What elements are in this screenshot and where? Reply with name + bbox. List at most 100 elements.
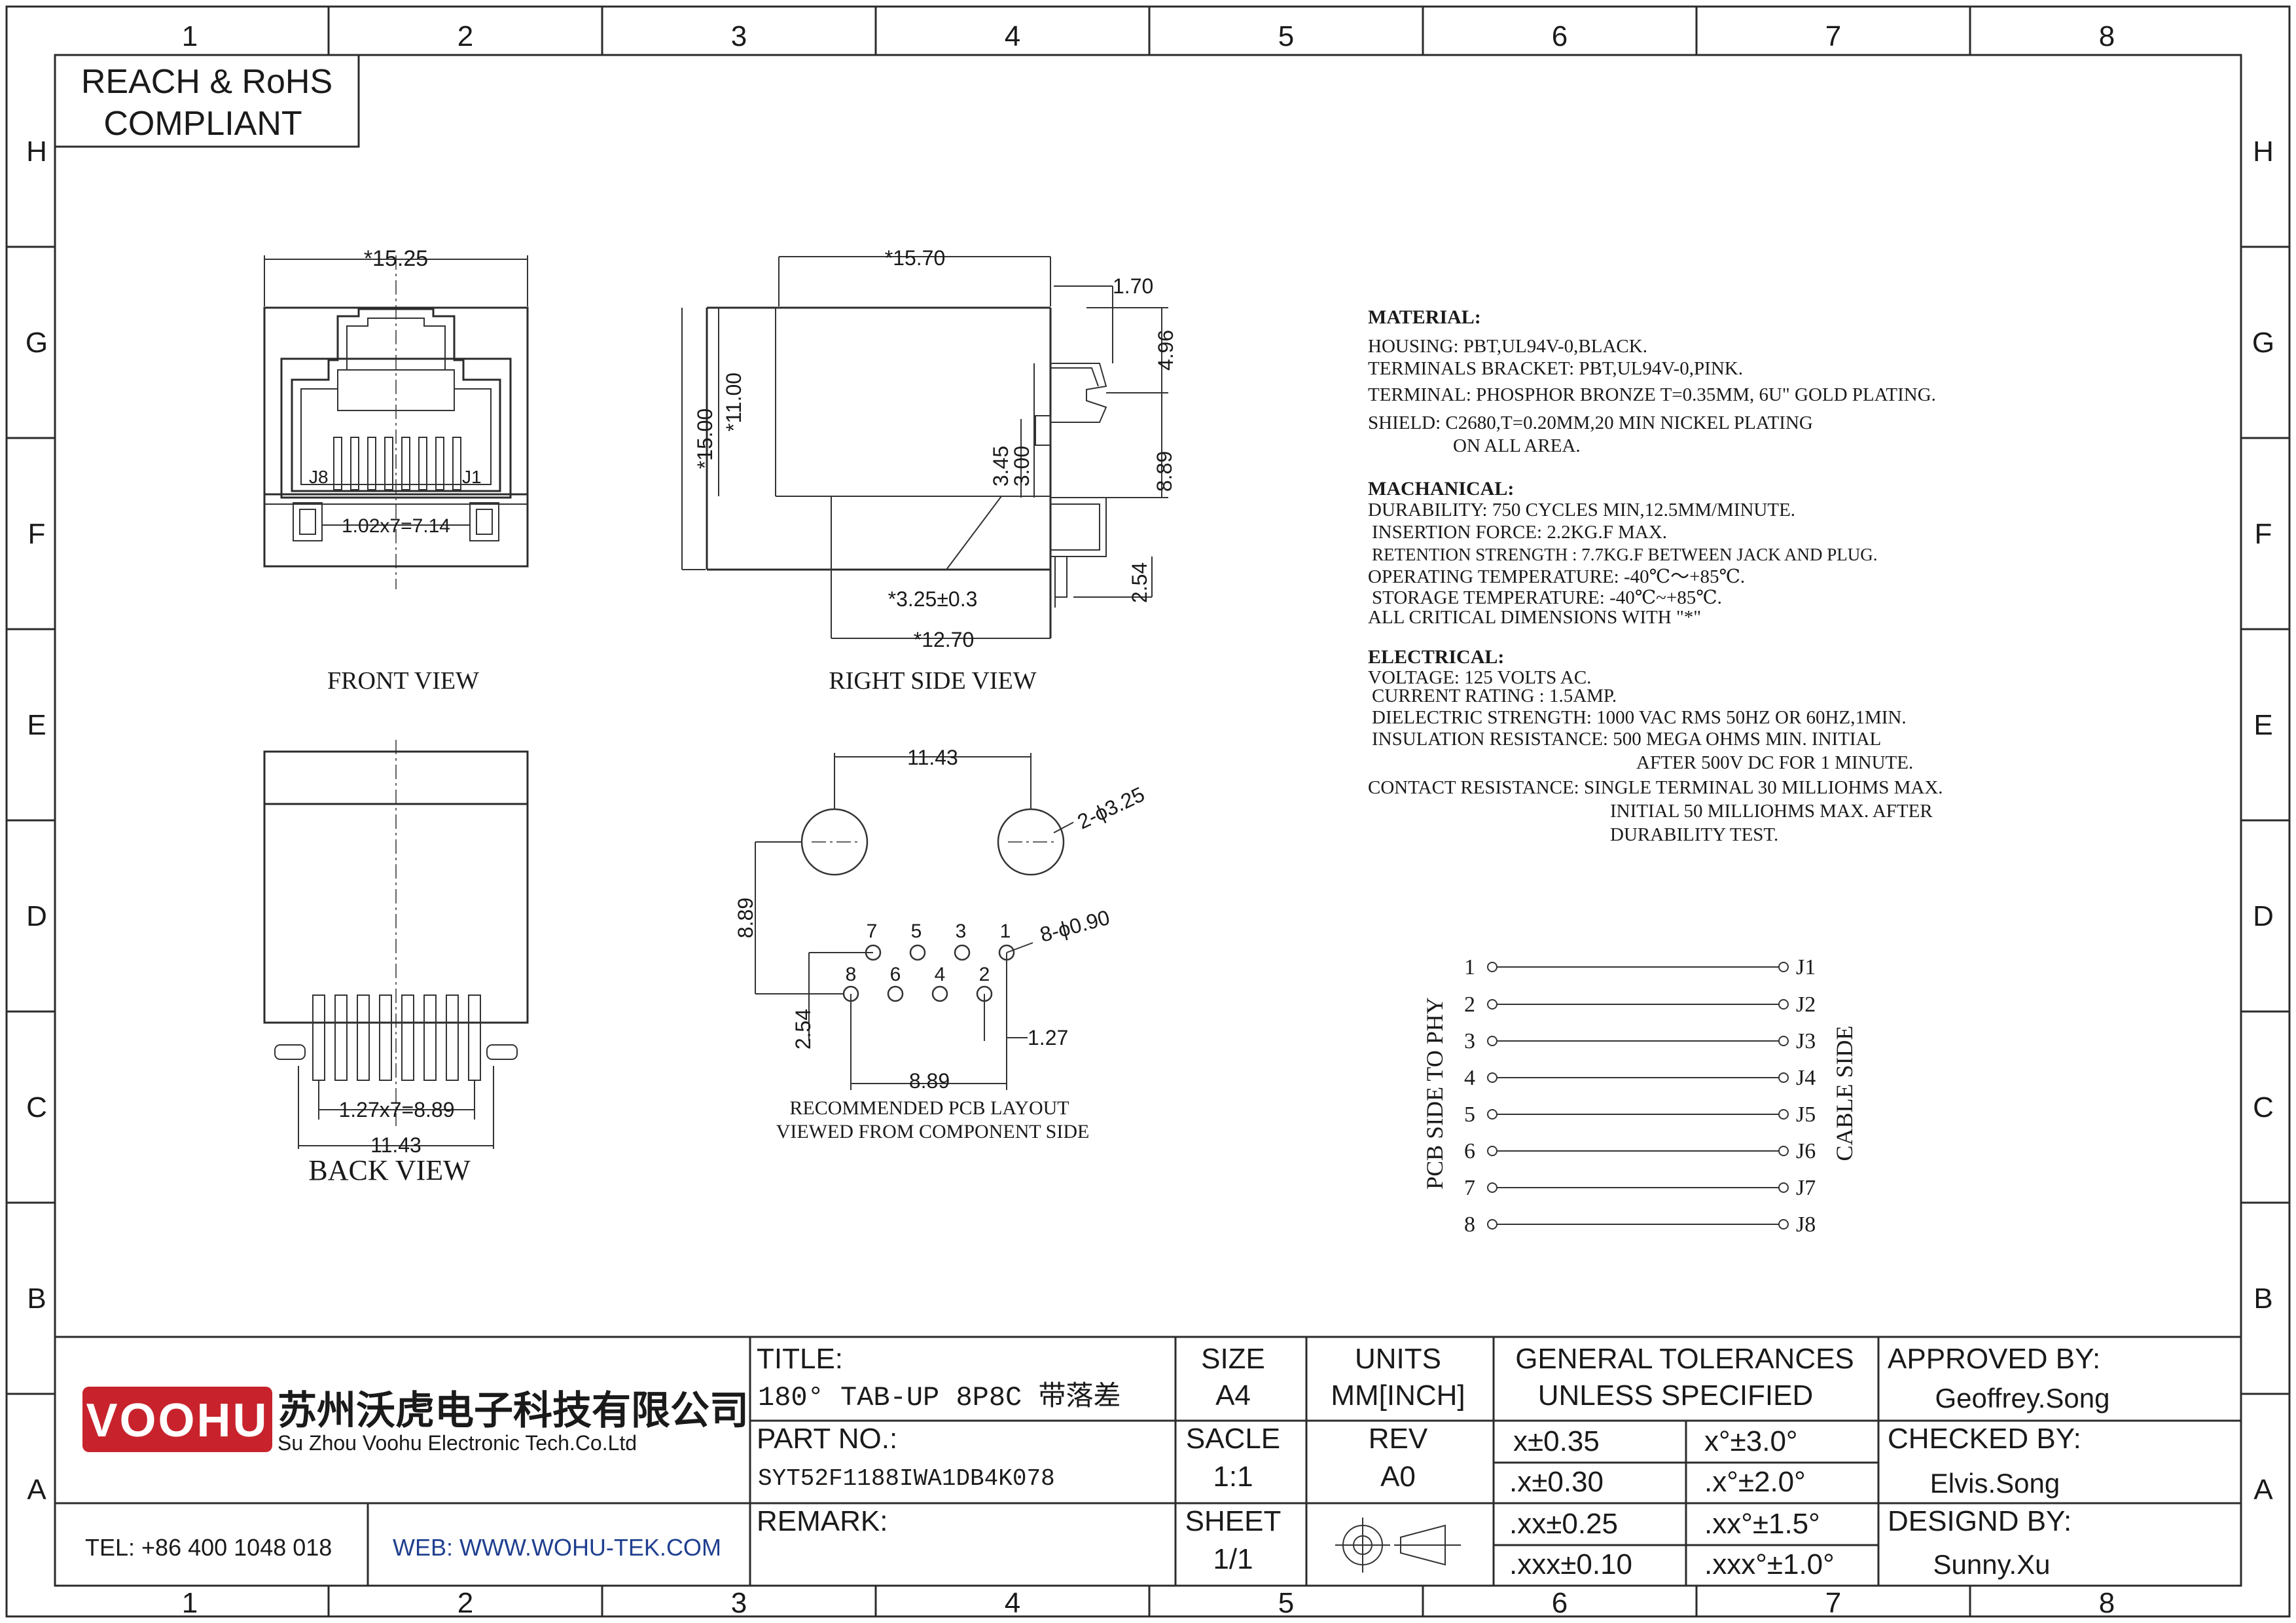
company-name-cn: 苏州沃虎电子科技有限公司 <box>278 1389 749 1432</box>
dim-back-pitch: 1.27x7=8.89 <box>338 1098 454 1122</box>
wiring-jack: J6 <box>1796 1139 1816 1163</box>
row-label-left: D <box>26 900 47 932</box>
wiring-jack: J4 <box>1796 1066 1816 1090</box>
wiring-jack: J3 <box>1796 1029 1816 1053</box>
units-label: UNITS <box>1355 1343 1441 1375</box>
approved-label: APPROVED BY: <box>1888 1343 2100 1375</box>
col-label-top: 4 <box>1005 20 1020 52</box>
sheet-frame <box>5 5 2291 1618</box>
dim-back-width: 11.43 <box>370 1133 422 1157</box>
sheet-value: 1/1 <box>1213 1543 1253 1575</box>
compliance-box: REACH & RoHS COMPLIANT <box>55 55 360 148</box>
wiring-pin: 3 <box>1464 1029 1475 1053</box>
specifications: MATERIAL: HOUSING: PBT,UL94V-0,BLACK. TE… <box>1368 306 1943 845</box>
title-label: TITLE: <box>757 1343 843 1375</box>
tolerance-angular: .x°±2.0° <box>1704 1466 1806 1498</box>
designed-label: DESIGND BY: <box>1888 1505 2072 1537</box>
dim-side-254: 2.54 <box>1128 562 1151 603</box>
wiring-diagram: 1 2 3 4 5 6 7 8 J1 J2 J3 J4 J5 J6 J7 J8 … <box>1422 955 1857 1237</box>
tolerance-linear: x±0.35 <box>1513 1425 1600 1457</box>
company-name-en: Su Zhou Voohu Electronic Tech.Co.Ltd <box>278 1431 637 1455</box>
title-block <box>55 1336 2241 1586</box>
pcb-caption-line1: RECOMMENDED PCB LAYOUT <box>789 1097 1069 1119</box>
wiring-pin: 5 <box>1464 1103 1475 1127</box>
wiring-right-label: CABLE SIDE <box>1831 1026 1857 1161</box>
dim-front-pitch: 1.02x7=7.14 <box>342 515 450 537</box>
col-label-bottom: 8 <box>2099 1587 2115 1619</box>
wiring-jack: J1 <box>1796 955 1816 979</box>
dim-side-496: 4.96 <box>1154 330 1177 371</box>
row-label-left: F <box>28 518 46 550</box>
size-label: SIZE <box>1201 1343 1265 1375</box>
dim-pcb-pin: 8-ϕ0.90 <box>1037 905 1112 947</box>
spec-line: DURABILITY: 750 CYCLES MIN,12.5MM/MINUTE… <box>1368 500 1795 520</box>
scale-value: 1:1 <box>1213 1461 1253 1493</box>
spec-line: OPERATING TEMPERATURE: -40℃～+85℃. <box>1368 566 1745 587</box>
units-value: MM[INCH] <box>1331 1379 1465 1412</box>
tolerance-heading2: UNLESS SPECIFIED <box>1538 1379 1814 1412</box>
spec-line: TERMINALS BRACKET: PBT,UL94V-0,PINK. <box>1368 358 1743 379</box>
pcb-pin-label: 5 <box>911 921 922 942</box>
label-j8: J8 <box>309 467 329 487</box>
col-label-top: 6 <box>1552 20 1568 52</box>
spec-line: TERMINAL: PHOSPHOR BRONZE T=0.35MM, 6U" … <box>1368 384 1936 405</box>
tolerance-linear: .x±0.30 <box>1509 1466 1604 1498</box>
wiring-pin: 1 <box>1464 955 1475 979</box>
dim-pcb-254: 2.54 <box>791 1009 815 1049</box>
compliance-line1: REACH & RoHS <box>81 63 332 101</box>
dim-pcb-1143: 11.43 <box>907 746 958 769</box>
dim-side-depth: *15.70 <box>885 246 946 270</box>
col-label-top: 2 <box>457 20 473 52</box>
spec-line: DIELECTRIC STRENGTH: 1000 VAC RMS 50HZ O… <box>1372 707 1907 728</box>
back-view <box>263 740 529 1149</box>
pcb-pin-label: 8 <box>846 964 857 985</box>
row-label-right: F <box>2255 518 2272 550</box>
wiring-pin: 6 <box>1464 1139 1475 1163</box>
spec-line: RETENTION STRENGTH : 7.7KG.F BETWEEN JAC… <box>1372 545 1877 564</box>
column-labels: 1 2 3 4 5 6 7 8 1 2 3 4 5 6 7 8 <box>182 20 2115 1619</box>
size-value: A4 <box>1215 1379 1251 1412</box>
row-label-left: G <box>26 327 48 359</box>
row-label-right: E <box>2253 709 2272 741</box>
col-label-bottom: 4 <box>1005 1587 1020 1619</box>
front-view <box>263 255 529 589</box>
spec-mechanical-heading: MACHANICAL: <box>1368 478 1514 500</box>
spec-material-heading: MATERIAL: <box>1368 306 1481 328</box>
spec-line: CONTACT RESISTANCE: SINGLE TERMINAL 30 M… <box>1368 777 1943 798</box>
dim-side-300: 3.00 <box>1010 446 1033 486</box>
dim-side-345: 3.45 <box>989 446 1013 486</box>
front-contacts <box>333 437 461 490</box>
tolerance-linear: .xxx±0.10 <box>1509 1548 1632 1580</box>
web-link[interactable]: WEB: WWW.WOHU-TEK.COM <box>393 1534 721 1561</box>
spec-electrical-heading: ELECTRICAL: <box>1368 646 1504 668</box>
tel: TEL: +86 400 1048 018 <box>85 1534 332 1561</box>
pcb-pin-label: 3 <box>956 921 967 942</box>
tolerance-angular: .xxx°±1.0° <box>1704 1548 1835 1580</box>
spec-line: AFTER 500V DC FOR 1 MINUTE. <box>1636 752 1913 773</box>
col-label-bottom: 2 <box>457 1587 473 1619</box>
spec-line: VOLTAGE: 125 VOLTS AC. <box>1368 667 1591 688</box>
spec-line: HOUSING: PBT,UL94V-0,BLACK. <box>1368 336 1647 357</box>
tolerance-angular: x°±3.0° <box>1704 1425 1798 1457</box>
row-label-left: C <box>26 1091 47 1123</box>
pcb-pin-label: 1 <box>1000 921 1011 942</box>
row-label-right: G <box>2252 327 2274 359</box>
wiring-jack: J7 <box>1796 1176 1816 1200</box>
part-no-label: PART NO.: <box>757 1423 897 1455</box>
spec-line: INSULATION RESISTANCE: 500 MEGA OHMS MIN… <box>1372 729 1881 750</box>
wiring-pin: 2 <box>1464 993 1475 1017</box>
row-label-left: H <box>26 136 47 168</box>
projection-symbol-icon <box>1335 1518 1461 1573</box>
spec-line: INITIAL 50 MILLIOHMS MAX. AFTER <box>1610 801 1933 822</box>
dim-pcb-889v: 8.89 <box>734 898 757 938</box>
row-label-left: A <box>27 1474 46 1506</box>
wiring-left-label: PCB SIDE TO PHY <box>1422 997 1448 1190</box>
col-label-top: 3 <box>731 20 747 52</box>
remark-label: REMARK: <box>757 1505 888 1537</box>
col-label-bottom: 7 <box>1825 1587 1841 1619</box>
voohu-logo: VOOHU <box>82 1387 272 1452</box>
spec-line: STORAGE TEMPERATURE: -40℃~+85℃. <box>1372 587 1722 608</box>
sheet-label: SHEET <box>1185 1505 1282 1537</box>
row-label-left: E <box>27 709 46 741</box>
wiring-jack: J2 <box>1796 993 1816 1017</box>
